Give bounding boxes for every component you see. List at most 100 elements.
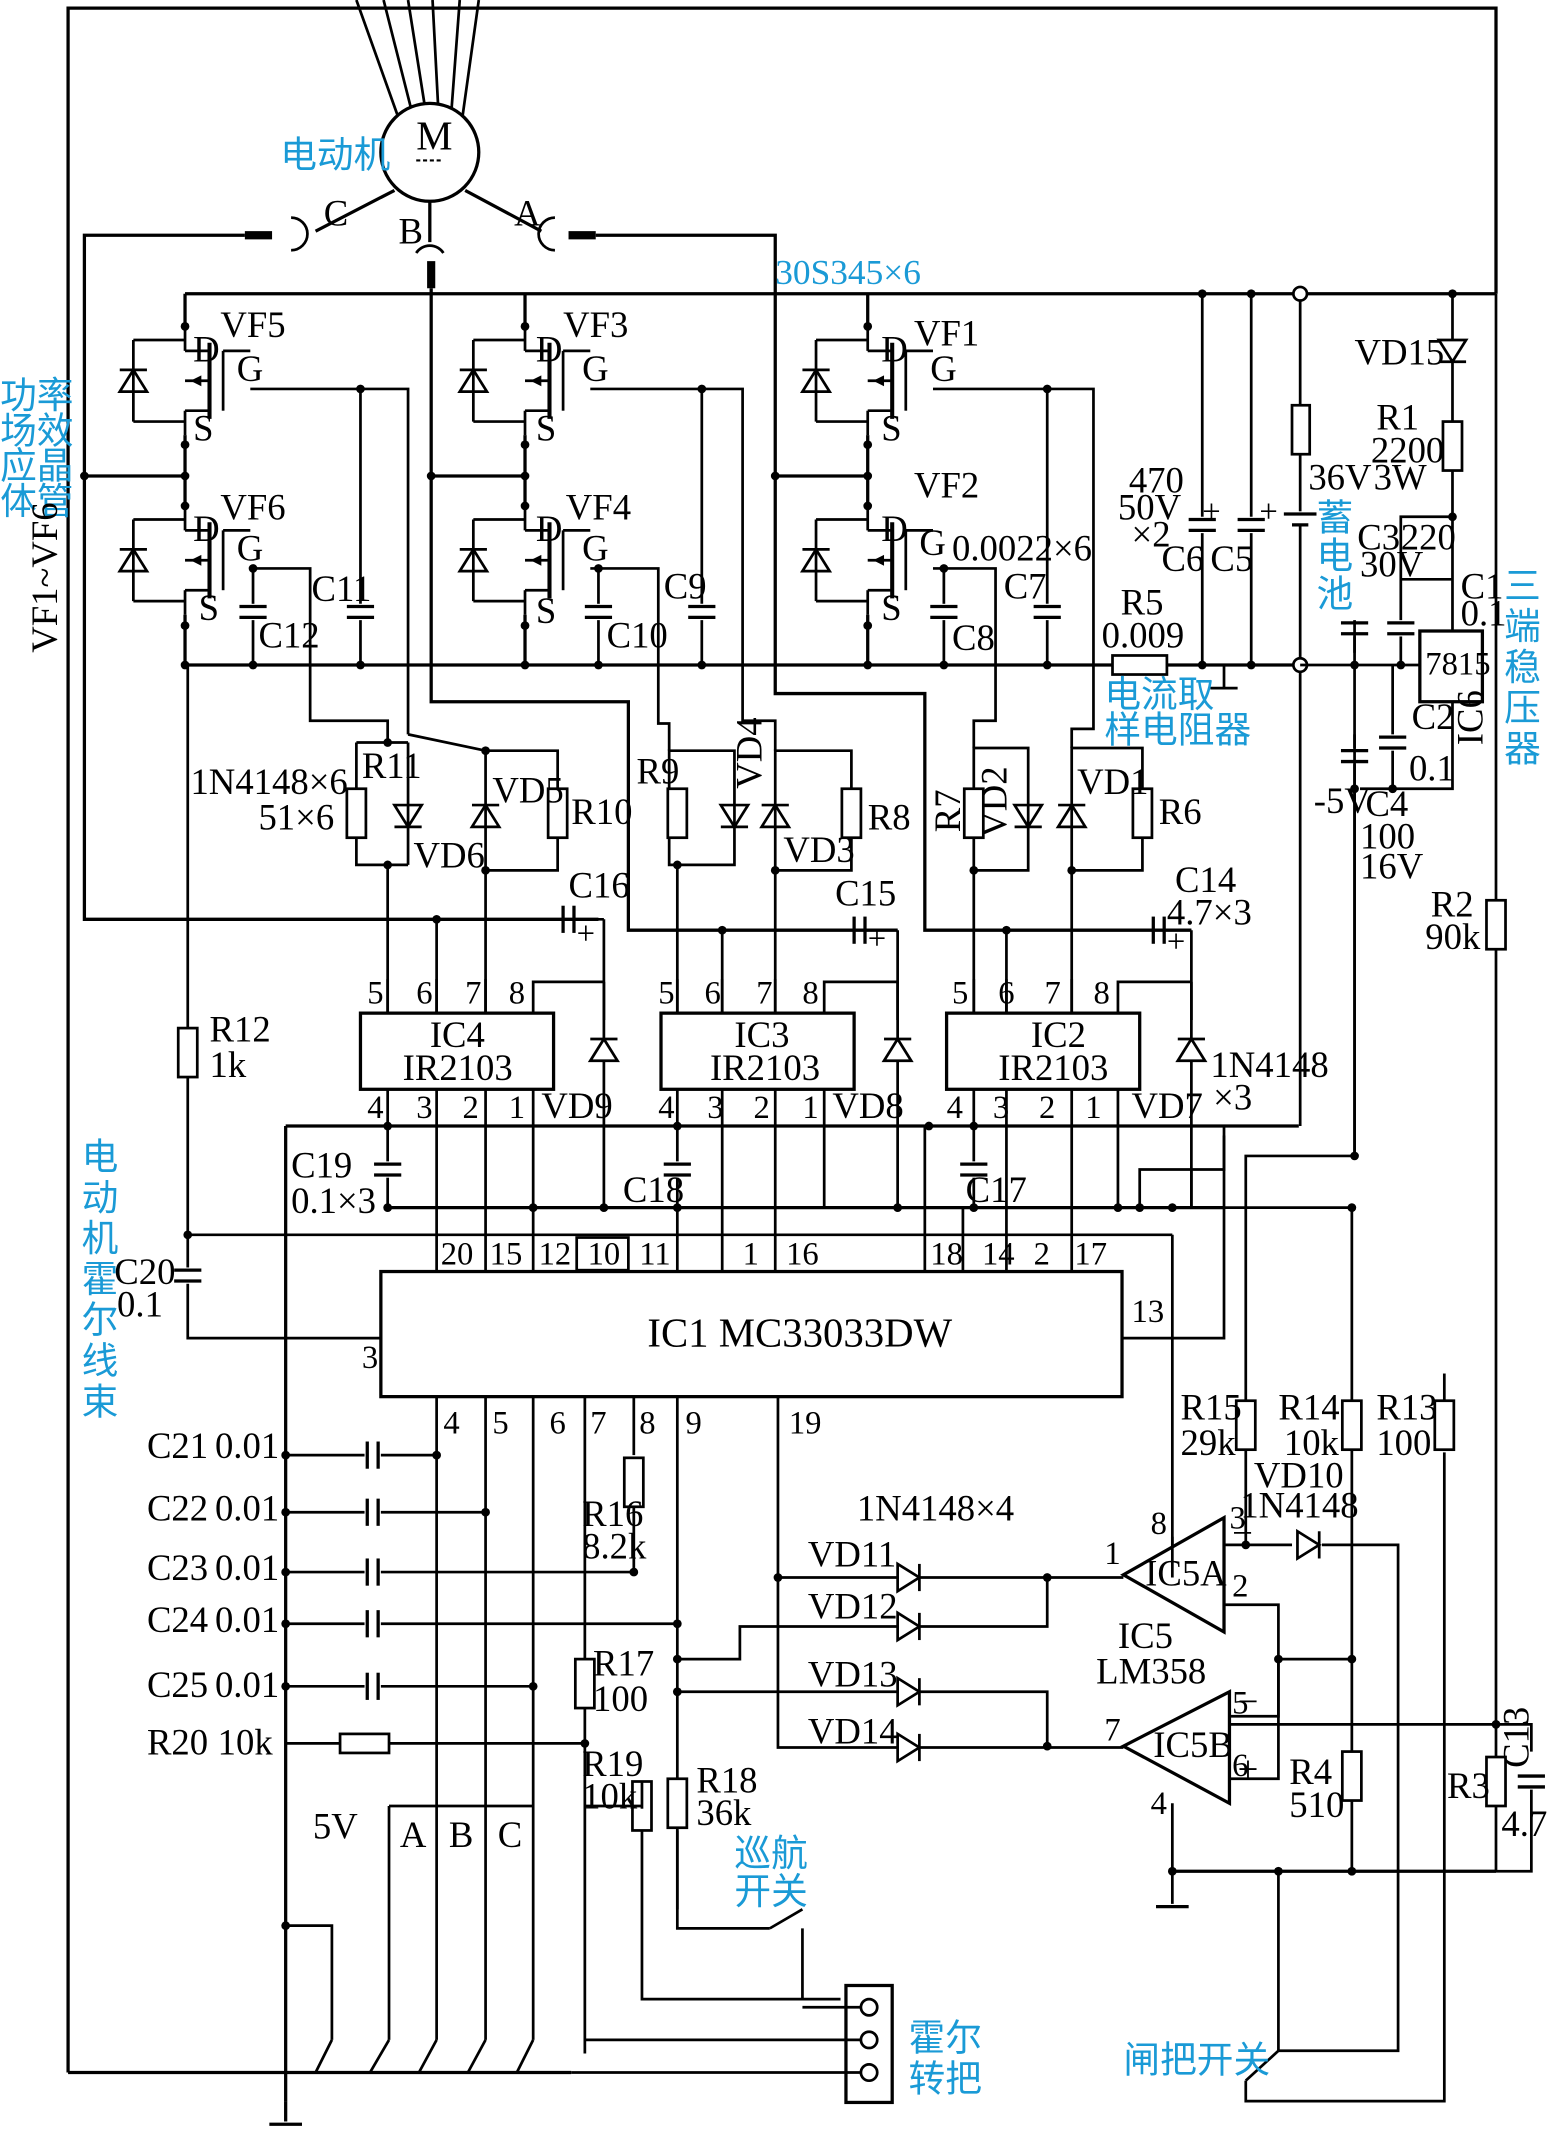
supply-section: 7815 — [1111, 285, 1507, 1725]
svg-text:5: 5 — [952, 976, 968, 1012]
vd10-label: VD10 — [1254, 1455, 1344, 1496]
regulator-label-1: 三 — [1504, 564, 1541, 607]
c4-value-1: 100 — [1360, 816, 1415, 857]
hall-throttle-label-2: 转把 — [909, 2058, 982, 2101]
c15-label: C15 — [835, 873, 896, 914]
c5-label: C5 — [1210, 538, 1253, 579]
cruise-switch-label-2: 开关 — [734, 1870, 807, 1913]
svg-text:18: 18 — [930, 1237, 963, 1273]
c23-value: 0.01 — [215, 1547, 279, 1588]
svg-text:G: G — [237, 348, 264, 389]
r8-label: R8 — [868, 797, 911, 838]
bootstrap-diode-count: ×3 — [1213, 1077, 1252, 1118]
r16-label: R16 — [582, 1493, 643, 1534]
svg-text:3: 3 — [707, 1090, 723, 1126]
svg-text:8: 8 — [802, 976, 818, 1012]
svg-text:5: 5 — [658, 976, 674, 1012]
r18-label: R18 — [696, 1759, 757, 1800]
regulator-label-3: 稳 — [1504, 646, 1541, 689]
shunt-label-2: 样电阻器 — [1104, 709, 1251, 752]
c2-label: C2 — [1412, 696, 1455, 737]
bus-b-label: B — [449, 1814, 473, 1855]
svg-text:13: 13 — [1132, 1294, 1165, 1330]
mosfet-bridge — [80, 293, 933, 670]
svg-text:D: D — [193, 508, 220, 549]
battery-voltage: 36V — [1308, 457, 1372, 498]
svg-text:2: 2 — [753, 1090, 769, 1126]
bus-5v-label: 5V — [313, 1806, 358, 1847]
c21-label: C21 — [147, 1425, 208, 1466]
vd1-label: VD1 — [1077, 761, 1148, 802]
c7-label: C7 — [1004, 565, 1047, 606]
r14-value: 10k — [1284, 1422, 1340, 1463]
vd12-label: VD12 — [808, 1585, 898, 1626]
c20-label: C20 — [114, 1251, 175, 1292]
svg-text:2: 2 — [1039, 1090, 1055, 1126]
c23-label: C23 — [147, 1547, 208, 1588]
r15-value: 29k — [1180, 1422, 1236, 1463]
vd15-label: VD15 — [1355, 331, 1445, 372]
hall-harness-label-3: 机 — [82, 1217, 119, 1260]
vf3-label: VF3 — [563, 304, 628, 345]
vf6-label: VF6 — [220, 486, 285, 527]
svg-text:+: + — [1202, 494, 1220, 530]
motor-label: 电动机 — [280, 133, 390, 176]
svg-text:2: 2 — [462, 1090, 478, 1126]
mosfet-group-label-1: 功率 — [0, 374, 73, 417]
svg-text:G: G — [582, 527, 609, 568]
c21-value: 0.01 — [215, 1425, 279, 1466]
ic1-label: IC1 MC33033DW — [647, 1310, 952, 1355]
vd14-label: VD14 — [808, 1710, 898, 1751]
hall-harness-label-5: 尔 — [82, 1299, 119, 1342]
lm358-comparators: IC5A IC5B − − + 1 3 2 8 7 5 6 4 — [672, 734, 1547, 2103]
mosfet-group-label-4: 体管 — [0, 480, 73, 523]
svg-text:S: S — [881, 408, 901, 449]
c22-value: 0.01 — [215, 1487, 279, 1528]
r13-label: R13 — [1376, 1387, 1437, 1428]
supply-cap-value-3: ×2 — [1132, 514, 1171, 555]
hall-harness-label-2: 动 — [82, 1176, 119, 1219]
ic6-label: IC6 — [1449, 690, 1490, 745]
mosfet-range-label: VF1~VF6 — [24, 502, 65, 652]
svg-text:14: 14 — [982, 1237, 1015, 1273]
svg-text:G: G — [930, 348, 957, 389]
motor-symbol: M — [416, 114, 452, 159]
c4-label: C4 — [1365, 783, 1408, 824]
r5-value: 0.009 — [1102, 614, 1185, 655]
r1-value-1: 2200 — [1371, 429, 1444, 470]
svg-text:15: 15 — [490, 1237, 523, 1273]
r1-value-2: 3W — [1374, 457, 1427, 498]
svg-text:20: 20 — [441, 1237, 474, 1273]
r19-label: R19 — [582, 1743, 643, 1784]
svg-text:D: D — [881, 329, 908, 370]
svg-text:+: + — [868, 921, 886, 957]
hall-harness-label-7: 束 — [82, 1380, 119, 1423]
vd9-label: VD9 — [541, 1085, 612, 1126]
svg-text:+: + — [1167, 924, 1185, 960]
gate-resistor-diode-networks — [345, 733, 1154, 1020]
bus-a-label: A — [400, 1814, 427, 1855]
battery-label-2: 电 — [1316, 534, 1353, 577]
svg-text:1: 1 — [743, 1237, 759, 1273]
vf4-label: VF4 — [566, 486, 631, 527]
c1-label: C1 — [1461, 565, 1504, 606]
svg-text:9: 9 — [685, 1405, 701, 1441]
r17-label: R17 — [593, 1642, 654, 1683]
hall-harness-label-1: 电 — [82, 1136, 119, 1179]
regulator-label-4: 压 — [1504, 687, 1541, 730]
c2-value: 0.1 — [1409, 748, 1455, 789]
svg-text:3: 3 — [362, 1340, 378, 1376]
c13-value: 4.7 — [1501, 1803, 1547, 1844]
svg-text:−: − — [1238, 1681, 1259, 1722]
svg-text:10: 10 — [588, 1237, 621, 1273]
regulator-label-5: 器 — [1504, 728, 1541, 771]
hall-harness-label-4: 霍 — [82, 1258, 119, 1301]
c16-label: C16 — [569, 865, 630, 906]
ic5-label: IC5 — [1118, 1615, 1173, 1656]
svg-text:19: 19 — [789, 1405, 822, 1441]
regulator-label-2: 端 — [1504, 605, 1541, 648]
vd8-label: VD8 — [832, 1085, 903, 1126]
